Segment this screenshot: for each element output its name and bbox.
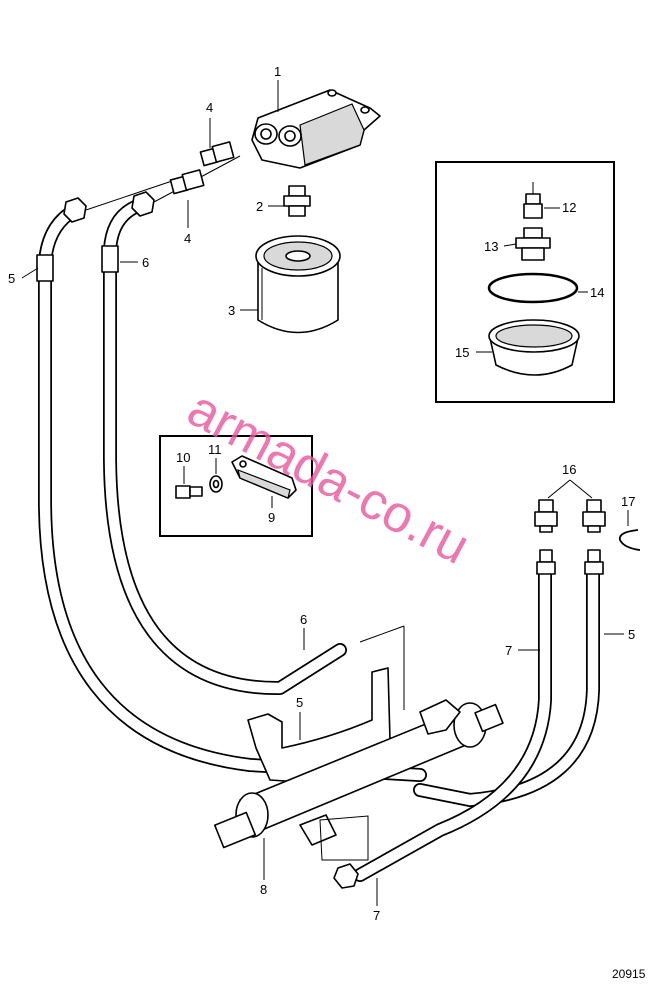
- callout-3: 3: [228, 303, 235, 318]
- part-1-filter-head: [251, 89, 381, 169]
- callout-17: 17: [621, 494, 635, 509]
- hose-nut-left-5: [63, 179, 176, 223]
- part-15-cup: [488, 319, 580, 376]
- part-2-nipple: [283, 185, 311, 217]
- part-16-connector-left: [534, 499, 558, 575]
- part-16-connector-right: [582, 499, 606, 575]
- callout-4-lower: 4: [184, 231, 191, 246]
- leader-lines: [21, 80, 629, 906]
- callout-13: 13: [484, 239, 498, 254]
- callout-12: 12: [562, 200, 576, 215]
- hose-5-left: [36, 203, 427, 782]
- inset-box-filter-parts: [435, 161, 615, 403]
- callout-7-right: 7: [505, 643, 512, 658]
- part-3-oil-filter: [255, 235, 341, 334]
- callout-10: 10: [176, 450, 190, 465]
- callout-6-upper: 6: [142, 255, 149, 270]
- callout-8: 8: [260, 882, 267, 897]
- callout-14: 14: [590, 285, 604, 300]
- callout-1: 1: [274, 64, 281, 79]
- part-4-adapter-lower: [169, 169, 205, 195]
- watermark-text: armada-co.ru: [178, 379, 478, 575]
- part-17-clip: [618, 529, 641, 551]
- callout-2: 2: [256, 199, 263, 214]
- callout-6-lower: 6: [300, 612, 307, 627]
- part-4-adapter-upper: [199, 141, 235, 167]
- callout-5-left: 5: [8, 271, 15, 286]
- callout-4-upper: 4: [206, 100, 213, 115]
- inset-box-bracket-parts: [159, 435, 313, 537]
- hose-6-left: [101, 198, 347, 696]
- callout-9: 9: [268, 510, 275, 525]
- callout-11: 11: [208, 442, 222, 457]
- callout-16: 16: [562, 462, 576, 477]
- hose-7: [353, 565, 552, 882]
- part-9-bracket: [231, 455, 297, 499]
- callout-5-right: 5: [628, 627, 635, 642]
- hose-5-right: [413, 565, 600, 807]
- callout-15: 15: [455, 345, 469, 360]
- part-11-washer: [209, 475, 223, 493]
- part-12-sensor: [523, 182, 543, 219]
- diagram-code: 20915: [612, 967, 646, 981]
- part-13-fitting: [515, 227, 551, 261]
- part-8-oil-cooler: [213, 667, 504, 889]
- part-14-o-ring: [487, 272, 579, 304]
- part-10-bolt: [175, 485, 203, 499]
- callout-7-bottom: 7: [373, 908, 380, 923]
- callout-5-center: 5: [296, 695, 303, 710]
